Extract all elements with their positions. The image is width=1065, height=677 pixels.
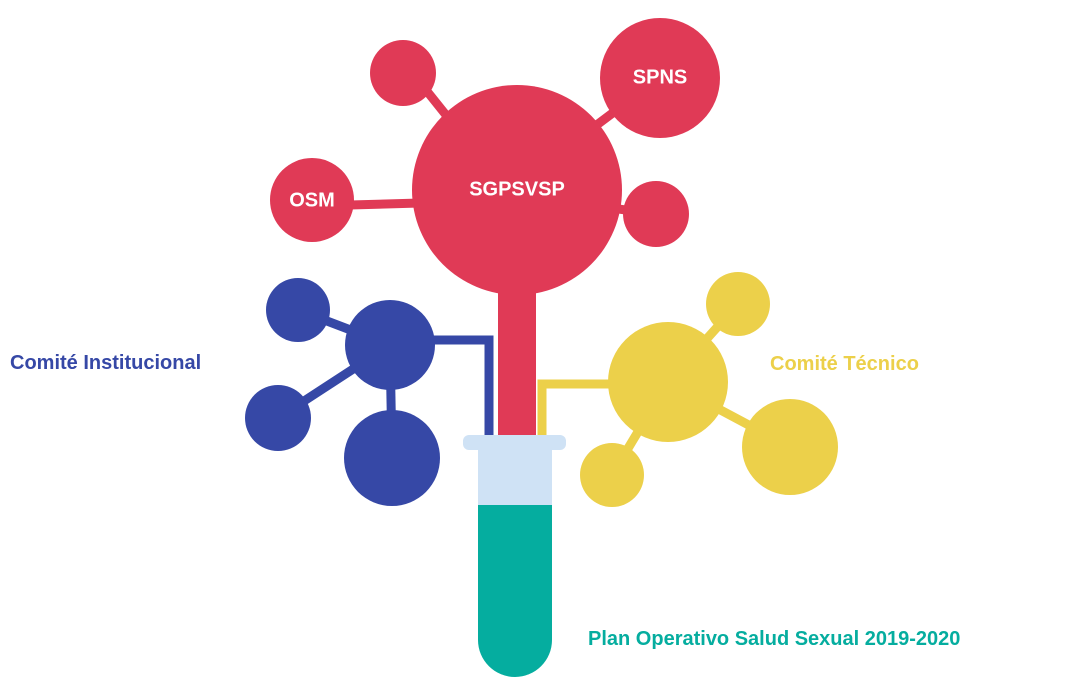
tube-liquid (478, 505, 552, 677)
blue-node-top-left (266, 278, 330, 342)
blue-molecule (245, 278, 494, 506)
comite-institucional-label: Comité Institucional (10, 352, 202, 374)
red-node-sgpsvsp (412, 85, 622, 295)
blue-node-bottom (344, 410, 440, 506)
yellow-node-main (608, 322, 728, 442)
comite-tecnico-label: Comité Técnico (770, 353, 919, 375)
red-molecule: SPNS OSM SGPSVSP (270, 18, 720, 295)
connector-osm (349, 198, 421, 210)
red-node-small-top-left (370, 40, 436, 106)
red-node-small-right (623, 181, 689, 247)
red-node-osm (270, 158, 354, 242)
red-stem (498, 270, 536, 440)
test-tube (463, 435, 566, 677)
plan-operativo-label: Plan Operativo Salud Sexual 2019-2020 (588, 628, 961, 650)
yellow-node-right (742, 399, 838, 495)
blue-node-main (345, 300, 435, 390)
tube-upper-body (478, 448, 552, 508)
blue-node-bottom-left (245, 385, 311, 451)
tube-rim (463, 435, 566, 450)
osm-label: OSM (289, 189, 335, 211)
sgpsvsp-label: SGPSVSP (469, 178, 565, 200)
spns-label: SPNS (633, 66, 687, 88)
yellow-node-bottom (580, 443, 644, 507)
red-node-spns (600, 18, 720, 138)
yellow-node-top (706, 272, 770, 336)
yellow-molecule (537, 272, 838, 507)
